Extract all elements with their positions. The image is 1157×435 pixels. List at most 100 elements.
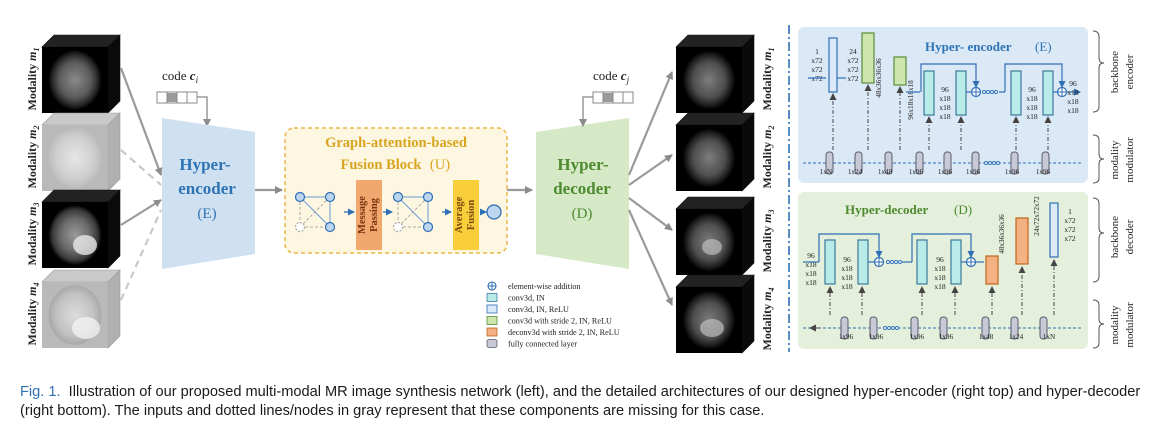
ellipsis-dots: [886, 260, 902, 264]
legend-fc-label: fully connected layer: [508, 340, 577, 349]
dec-d24-dims: 24x72x72x72: [1033, 196, 1041, 236]
dec-modulator-label-1: modality: [1109, 305, 1121, 345]
enc-fc-8: [1041, 151, 1050, 175]
svg-text:x18: x18: [1067, 106, 1079, 115]
dec-mod-label-3: 1x96: [910, 333, 925, 341]
encoder-line1: Hyper-: [179, 155, 231, 174]
tumor-highlight: [702, 239, 722, 255]
output-arrows: [627, 71, 674, 306]
dec-conv-out: [1049, 202, 1059, 258]
svg-text:x18: x18: [939, 94, 951, 103]
decoder-line1: Hyper-: [557, 155, 609, 174]
svg-text:x18: x18: [1067, 88, 1079, 97]
legend-conv-stride-label: conv3d with stride 2, IN, ReLU: [508, 317, 612, 326]
message-passing-box: [356, 180, 382, 250]
fused-node: [486, 204, 502, 220]
enc-fc-4: [915, 151, 924, 175]
enc-output-dims: 96x18x18x18: [1067, 79, 1079, 115]
code-ci-sub: i: [196, 75, 199, 85]
dec-mod-label-6: 1x24: [1009, 333, 1024, 341]
enc-c48-dims: 48x36x36x36: [875, 58, 883, 98]
add-node: [1056, 86, 1068, 98]
enc-rb1-dims: 96x18x18x18: [939, 85, 951, 121]
enc-mod-label-1: 1xN: [820, 168, 833, 176]
code-cj-label: code: [593, 68, 618, 83]
enc-fc-2: [854, 151, 863, 175]
input-volume-3: [41, 189, 121, 269]
graph-node: [392, 221, 404, 233]
dec-mod-label-2: 1x96: [869, 333, 884, 341]
svg-text:x72: x72: [1064, 216, 1076, 225]
enc-detail-letter: (E): [1035, 39, 1052, 54]
svg-text:1: 1: [815, 47, 819, 56]
enc-backbone-label-1: backbone: [1109, 51, 1121, 93]
svg-text:x18: x18: [1026, 103, 1038, 112]
fusion-block: Graph-attention-based Fusion Block (U) M…: [284, 127, 508, 254]
svg-text:x18: x18: [1026, 112, 1038, 121]
output-volume-2: [675, 112, 755, 192]
enc-mod-label-5: 1x96: [938, 168, 953, 176]
svg-text:x18: x18: [841, 282, 853, 291]
enc-down1: [861, 32, 875, 84]
dec-mod-label-1: 1x96: [839, 333, 854, 341]
code-ci-vector: [156, 91, 198, 104]
svg-text:x18: x18: [805, 260, 817, 269]
average-label-2: Fusion: [466, 200, 477, 231]
svg-text:x72: x72: [811, 56, 823, 65]
encoder-line2: encoder: [178, 179, 236, 198]
output-modality-label-4: Modality m4: [760, 287, 776, 350]
input-modality-label-1: Modality m1: [25, 47, 41, 110]
enc-mod-label-2: 1x24: [848, 168, 863, 176]
svg-text:x72: x72: [847, 74, 859, 83]
legend-conv-in-label: conv3d, IN: [508, 294, 545, 303]
add-node: [970, 86, 982, 98]
output-modality-label-1: Modality m1: [760, 47, 776, 110]
svg-text:x72: x72: [811, 65, 823, 74]
dec-fc-2: [869, 316, 878, 340]
graph-nodes-after: [392, 191, 434, 233]
input-modality-label-2: Modality m2: [25, 125, 41, 188]
graph-node: [294, 191, 306, 203]
dec-fc-7: [1039, 316, 1048, 340]
tumor-highlight: [72, 317, 100, 339]
enc-c24-dims: 24x72x72x72: [847, 47, 859, 83]
message-label-2: Passing: [369, 197, 380, 232]
svg-text:96: 96: [807, 251, 815, 260]
dec-rb1-conv2: [857, 239, 869, 285]
graph-node: [324, 221, 336, 233]
dec-up2: [1015, 217, 1029, 265]
enc-modulator-brace: modality modulator: [1092, 134, 1136, 184]
fusion-letter: (U): [430, 157, 450, 173]
dec-rb2-conv1: [916, 239, 928, 285]
graph-edge: [397, 196, 429, 228]
caption-label: Fig. 1.: [20, 384, 61, 400]
dec-input-dims: 96x18x18x18: [805, 251, 817, 287]
output-modality-label-3: Modality m3: [760, 209, 776, 272]
svg-text:x18: x18: [1026, 94, 1038, 103]
input-volume-4: [41, 269, 121, 349]
decoder-line2: decoder: [553, 179, 611, 198]
dec-mod-label-5: 1x48: [979, 333, 994, 341]
graph-node: [294, 221, 306, 233]
graph-node: [422, 221, 434, 233]
tumor-highlight: [73, 235, 97, 255]
enc-mod-label-4: 1x96: [909, 168, 924, 176]
enc-fc-3: [884, 151, 893, 175]
legend-deconv-label: deconv3d with stride 2, IN, ReLU: [508, 328, 620, 337]
input-volume-1: [41, 34, 121, 114]
dec-backbone-label-1: backbone: [1109, 216, 1121, 258]
svg-text:x18: x18: [939, 112, 951, 121]
average-fusion-box: [453, 180, 479, 250]
ellipsis-dots: [883, 326, 899, 330]
enc-rb2-conv1: [1010, 70, 1022, 116]
enc-modulator-label-2: modulator: [1124, 137, 1136, 183]
dec-mod-label-4: 1x96: [939, 333, 954, 341]
enc-backbone-label-2: encoder: [1124, 54, 1136, 89]
dec-d48-dims: 48x36x36x36: [998, 214, 1006, 254]
dec-backbone-label-2: decoder: [1124, 219, 1136, 254]
add-node: [873, 256, 885, 268]
